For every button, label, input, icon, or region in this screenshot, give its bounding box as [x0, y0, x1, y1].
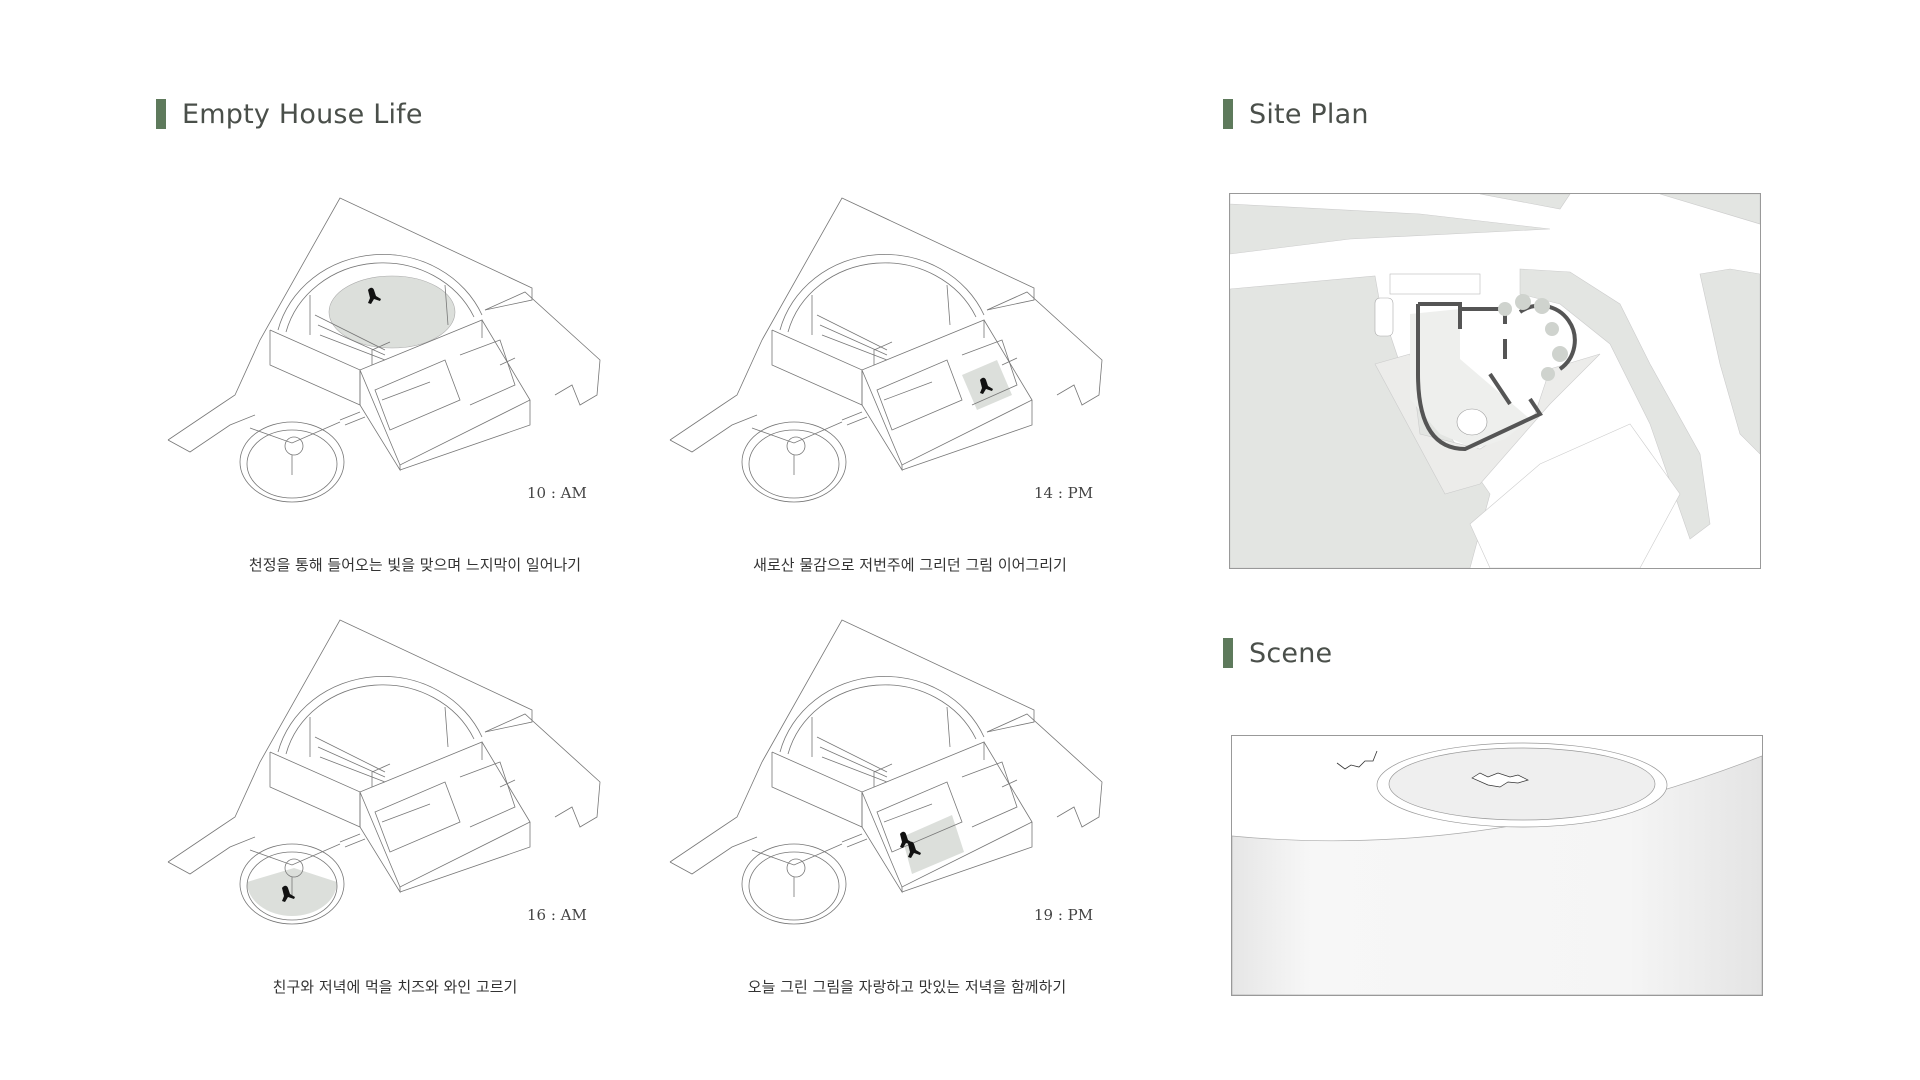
life-panel-1: 10 : AM 천정을 통해 들어오는 빛을 맞으며 느지막이 일어나기	[160, 190, 620, 574]
isometric-house-drawing	[167, 197, 601, 503]
heading-accent-bar	[156, 99, 166, 129]
panel-caption: 새로산 물감으로 저번주에 그리던 그림 이어그리기	[753, 556, 1067, 574]
house-lines	[669, 197, 1103, 503]
site-plan-image	[1229, 193, 1761, 569]
heading-accent-bar	[1223, 638, 1233, 668]
scene-image	[1231, 735, 1763, 996]
isometric-house-drawing	[167, 619, 601, 925]
panel-caption: 천정을 통해 들어오는 빛을 맞으며 느지막이 일어나기	[248, 556, 582, 574]
time-label: 10 : AM	[527, 484, 587, 502]
house-lines	[669, 619, 1103, 925]
isometric-house-drawing	[669, 619, 1103, 925]
tree-branch	[1336, 750, 1378, 770]
house-lines	[167, 197, 601, 503]
heading-accent-bar	[1223, 99, 1233, 129]
time-label: 16 : AM	[527, 906, 587, 924]
dome-light-highlight	[328, 275, 456, 349]
section-heading-life: Empty House Life	[156, 98, 423, 130]
panel-caption: 오늘 그린 그림을 자랑하고 맛있는 저녁을 함께하기	[747, 978, 1067, 996]
isometric-house-drawing	[669, 197, 1103, 503]
heading-title: Site Plan	[1249, 98, 1369, 130]
dining-highlight	[902, 815, 964, 874]
skylight-inner	[1388, 747, 1656, 821]
heading-title: Empty House Life	[182, 98, 423, 130]
time-label: 14 : PM	[1034, 484, 1094, 502]
house-lines	[167, 619, 601, 925]
time-label: 19 : PM	[1034, 906, 1094, 924]
life-panel-2: 14 : PM 새로산 물감으로 저번주에 그리던 그림 이어그리기	[662, 190, 1122, 574]
car-icon	[1374, 297, 1394, 337]
life-panel-3: 16 : AM 친구와 저녁에 먹을 치즈와 와인 고르기	[160, 612, 620, 996]
heading-title: Scene	[1249, 637, 1333, 669]
building-walls	[1416, 302, 1577, 452]
section-heading-site: Site Plan	[1223, 98, 1369, 130]
life-panel-4: 19 : PM 오늘 그린 그림을 자랑하고 맛있는 저녁을 함께하기	[662, 612, 1122, 996]
site-trees	[1498, 294, 1568, 381]
panel-caption: 친구와 저녁에 먹을 치즈와 와인 고르기	[272, 978, 518, 996]
cloud	[1471, 772, 1529, 788]
section-heading-scene: Scene	[1223, 637, 1332, 669]
